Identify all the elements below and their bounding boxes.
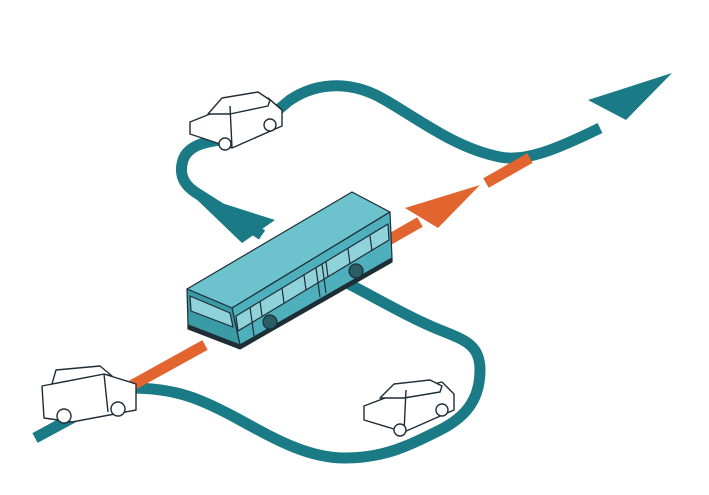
route-upper-arrow-icon [190,193,275,243]
route-lower-loop [129,277,486,464]
car-top-left [189,91,283,151]
car-bottom-right [363,379,455,437]
route-upper-loop [176,80,603,240]
car-icon [363,379,455,437]
bus-lane-arrow-icon [405,185,480,228]
car-bottom-left [41,365,137,424]
car-icon [41,365,137,424]
car-icon [189,91,283,151]
bus-icon [186,191,393,350]
bus-lane-merge [483,153,533,188]
route-end-arrow-icon [588,73,672,120]
bus [186,191,393,350]
